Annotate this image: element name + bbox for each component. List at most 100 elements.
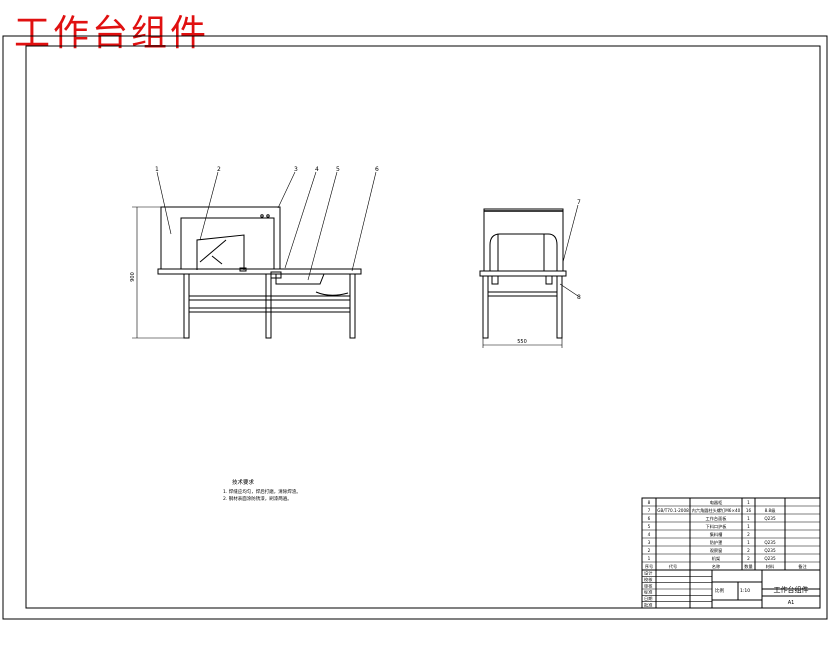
indicator-dot [266,214,270,218]
bom-cell-material: Q235 [764,516,776,521]
observation-window [180,217,275,270]
leader-1 [156,171,172,235]
bom-cell-no: 1 [648,556,651,561]
height-dim-text: 900 [130,272,136,282]
drawing-title: 工作台组件 [774,585,809,594]
bom-cell-name: 电器柜 [710,499,723,506]
bom-cell-qty: 1 [747,500,750,505]
title-block-label: 审核 [644,582,653,589]
callout-4: 4 [315,166,319,173]
bom-cell-name: 观察窗 [710,547,723,554]
chute-curve [315,291,349,296]
scale-label: 比例 [715,587,724,594]
window-diagonal [199,239,227,263]
leader-3 [277,171,296,209]
callout-3: 3 [294,166,298,173]
bom-cell-qty: 1 [747,540,750,545]
leader-8 [559,283,579,297]
title-block-label: 校核 [644,576,653,583]
bom-cell-qty: 数量 [744,563,752,570]
tech-note-line-1: 1. 焊缝应均匀，焊后打磨，清除焊渣。 [223,488,301,495]
leader-7 [562,204,579,263]
technical-requirements: 技术要求 1. 焊缝应均匀，焊后打磨，清除焊渣。 2. 钢材表面涂防锈漆，刷漆两… [223,478,301,502]
bom-cell-code: GB/T70.1-2008 [657,508,689,513]
bom-cell-qty: 2 [747,532,750,537]
bom-cell-note: 备注 [798,563,807,570]
leader-5 [307,171,338,281]
side-worktop [479,270,567,277]
inner-frame [25,45,821,609]
bom-cell-no: 2 [648,548,651,553]
bom-cell-name: 下料口护板 [706,523,728,530]
bom-cell-qty: 1 [747,516,750,521]
bom-cell-no: 4 [648,532,651,537]
bom-grid [642,498,820,570]
leader-2 [199,171,219,241]
bom-cell-name: 防护罩 [710,539,723,546]
worktop-panel [157,268,362,275]
bom-cell-no: 8 [648,500,651,505]
bom-cell-qty: 2 [747,548,750,553]
bom-cell-no: 序号 [645,563,653,570]
small-block [239,267,247,272]
bom-cell-name: 机架 [712,555,720,562]
bom-cell-qty: 16 [746,508,752,513]
bom-cell-no: 6 [648,516,651,521]
bom-cell-no: 3 [648,540,651,545]
title-block-label: 批准 [644,601,652,608]
front-view: 900 1 2 3 4 5 6 [130,166,379,339]
bom-cell-material: Q235 [764,548,776,553]
small-block [270,271,282,279]
callout-7: 7 [577,199,581,206]
bom-cell-code: 代号 [669,563,677,570]
bom-cell-name: 内六角圆柱头螺钉M6×40 [692,507,741,514]
leader-4 [284,171,317,269]
front-leg-left [183,273,190,339]
outer-frame [2,35,828,620]
side-cover [483,208,564,272]
bom-cell-name: 名称 [712,563,720,570]
bom-cell-qty: 1 [747,524,750,529]
bom-cell-material: Q235 [764,556,776,561]
leader-6 [351,171,377,272]
side-leg-right [556,275,563,339]
callout-2: 2 [217,166,221,173]
bom-cell-material: 8.8级 [765,507,777,514]
bom-cell-material: Q235 [764,540,776,545]
title-block-label: 设计 [644,570,652,577]
scale-value: 1:10 [740,588,750,594]
bom-cell-material: 材料 [766,563,775,570]
bom-cell-no: 7 [648,508,651,513]
bom-cell-name: 工作台面板 [706,515,728,522]
side-view: 550 7 8 [479,199,581,348]
tech-note-line-2: 2. 钢材表面涂防锈漆，刷漆两遍。 [223,495,292,502]
title-block-label: 日期 [644,596,652,602]
front-leg-right [349,273,356,339]
callout-8: 8 [577,294,581,301]
indicator-dot [260,214,264,218]
front-leg-mid [265,273,272,339]
bom-cell-no: 5 [648,524,651,529]
side-bracket [545,275,553,285]
window-panel [196,234,245,270]
side-window-curve [489,233,558,271]
drawing-header-title: 工作台组件 [14,13,210,54]
callout-5: 5 [336,166,340,173]
bom-cell-qty: 2 [747,556,750,561]
width-dim-text: 550 [517,339,527,345]
callout-1: 1 [155,166,159,173]
side-leg-left [482,275,489,339]
sheet-size: A1 [788,600,795,606]
title-block-label: 标准 [644,589,652,596]
callout-6: 6 [375,166,379,173]
side-bracket [491,275,499,285]
tech-notes-heading: 技术要求 [232,478,255,486]
bom-cell-name: 集料槽 [710,531,723,538]
window-diagonal-2 [211,255,223,265]
collection-trough [275,273,325,285]
